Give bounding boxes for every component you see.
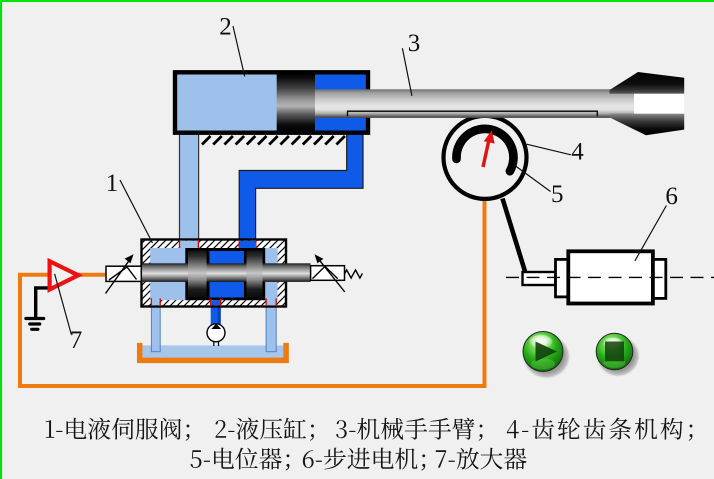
svg-text:4: 4 (571, 138, 584, 165)
svg-text:1: 1 (106, 170, 119, 197)
svg-text:7: 7 (70, 327, 83, 354)
svg-text:6: 6 (665, 183, 678, 210)
svg-text:5: 5 (551, 181, 564, 208)
svg-text:2: 2 (219, 13, 232, 40)
svg-text:3: 3 (408, 30, 421, 57)
